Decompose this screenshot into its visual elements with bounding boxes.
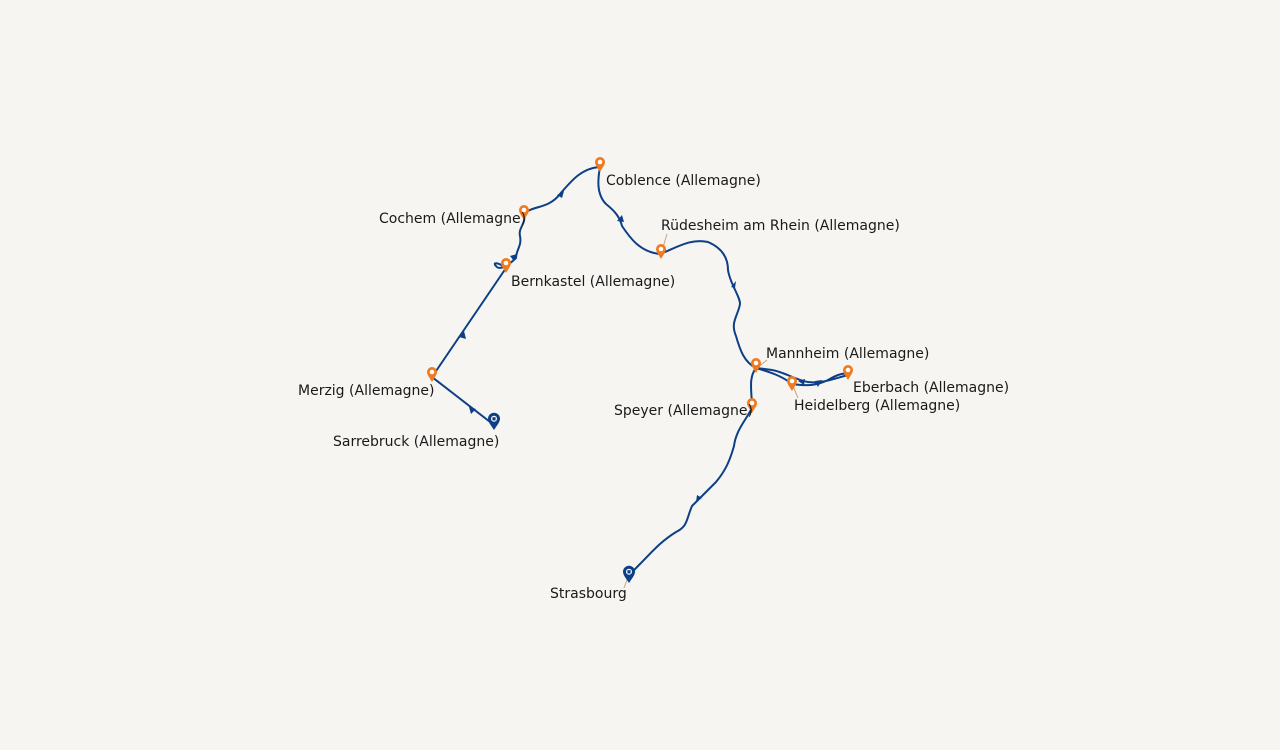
stop-label-sarrebruck[interactable]: Sarrebruck (Allemagne): [333, 434, 499, 450]
stop-label-coblence[interactable]: Coblence (Allemagne): [606, 173, 761, 189]
direction-arrow: [798, 379, 805, 385]
cruise-route-line: [431, 166, 849, 579]
stop-label-heidelberg[interactable]: Heidelberg (Allemagne): [794, 398, 960, 414]
leader-line: [623, 579, 628, 589]
map-pin-icon-speyer[interactable]: [747, 398, 757, 413]
map-pin-icon-coblence[interactable]: [595, 157, 605, 172]
direction-arrow: [557, 191, 564, 198]
direction-arrow: [731, 281, 736, 288]
direction-arrow: [617, 215, 624, 222]
stop-label-strasbourg[interactable]: Strasbourg: [550, 586, 627, 602]
direction-arrow: [696, 495, 702, 502]
stop-label-eberbach[interactable]: Eberbach (Allemagne): [853, 380, 1009, 396]
map-pin-icon-cochem[interactable]: [519, 205, 529, 220]
map-pin-icon-heidelberg[interactable]: [787, 376, 797, 391]
stop-label-mannheim[interactable]: Mannheim (Allemagne): [766, 346, 929, 362]
direction-arrow: [815, 380, 822, 387]
map-pin-icon-mannheim[interactable]: [751, 358, 761, 373]
stop-label-merzig[interactable]: Merzig (Allemagne): [298, 383, 435, 399]
map-pin-icon-rudesheim[interactable]: [656, 244, 666, 259]
stop-labels: Sarrebruck (Allemagne) Merzig (Allemagne…: [298, 173, 1009, 602]
map-pin-icon-bernkastel[interactable]: [501, 258, 511, 273]
stop-label-speyer[interactable]: Speyer (Allemagne): [614, 403, 753, 419]
ship-pin-icon-strasbourg[interactable]: [623, 565, 635, 583]
direction-arrow: [510, 254, 517, 261]
ship-pin-icon-sarrebruck[interactable]: [488, 412, 500, 430]
stop-label-rudesheim[interactable]: Rüdesheim am Rhein (Allemagne): [661, 218, 900, 234]
direction-arrow: [459, 331, 466, 339]
stop-label-bernkastel[interactable]: Bernkastel (Allemagne): [511, 274, 675, 290]
direction-arrow: [469, 407, 476, 414]
map-pin-icon-merzig[interactable]: [427, 367, 437, 382]
route-direction-arrows: [459, 191, 822, 502]
stop-label-cochem[interactable]: Cochem (Allemagne): [379, 211, 526, 227]
map-pin-icon-eberbach[interactable]: [843, 365, 853, 380]
